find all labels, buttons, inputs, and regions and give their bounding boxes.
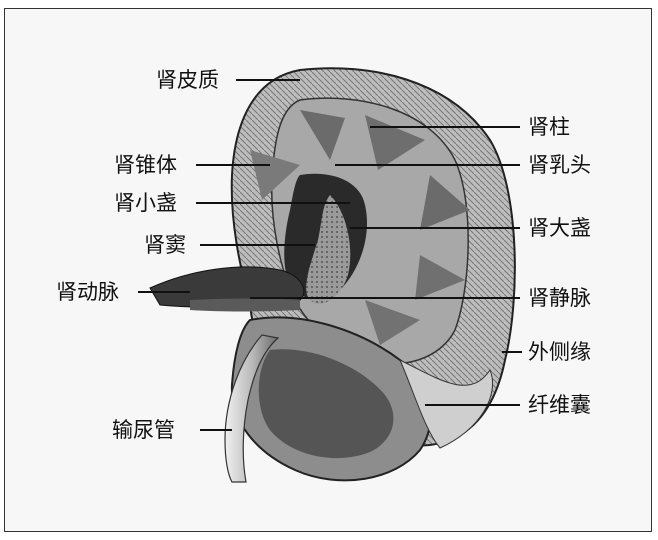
label-fibrous-capsule: 纤维囊	[528, 393, 591, 417]
label-renal-pyramid: 肾锥体	[114, 153, 177, 177]
label-renal-papilla: 肾乳头	[528, 153, 591, 177]
label-lateral-border: 外侧缘	[528, 340, 591, 364]
label-renal-column: 肾柱	[528, 115, 570, 139]
renal-vein-vessel	[190, 299, 300, 312]
label-renal-sinus: 肾窦	[144, 233, 186, 257]
label-renal-cortex: 肾皮质	[156, 68, 219, 92]
label-ureter: 输尿管	[112, 418, 175, 442]
label-major-calyx: 肾大盏	[528, 216, 591, 240]
label-minor-calyx: 肾小盏	[114, 191, 177, 215]
label-renal-vein: 肾静脉	[528, 286, 591, 310]
label-renal-artery: 肾动脉	[56, 280, 119, 304]
